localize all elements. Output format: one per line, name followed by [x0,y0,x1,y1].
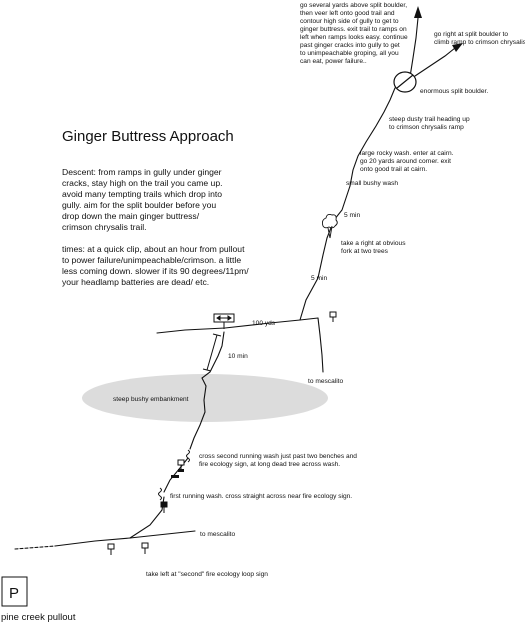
to-mescalito-mid-label: to mescalito [308,378,344,385]
embankment-area [82,374,328,422]
arrow-up-icon [414,6,422,18]
descent-line: gully. aim for the split boulder before … [62,200,216,210]
dusty-line: to crimson chrysalis ramp [389,124,464,131]
topleft-line: left when ramps looks easy. continue [300,34,408,41]
ten-min-label: 10 min [228,353,248,360]
second-wash-label: cross second running wash just past two … [199,453,357,468]
topright-line: climb ramp to crimson chrysalis [434,39,525,46]
to-mescalito-low-label: to mescalito [200,531,236,538]
bench-icons [171,469,184,478]
arrow-right-icon [452,43,463,52]
fire-ecology-signs [107,311,337,555]
topleft-line: contour high side of gully to get to [300,18,399,25]
two-trees-icon [321,213,338,239]
rocky-line: large rocky wash. enter at cairn. [360,150,454,157]
ten-min-bracket-icon [202,333,222,372]
five-min-label-upper: 5 min [344,212,360,219]
topright-line: go right at split boulder to [434,31,508,38]
split-boulder-label: enormous split boulder. [420,88,488,95]
times-line: to power failure/unimpeachable/crimson. … [62,255,241,265]
descent-line: avoid many tempting trails which drop in… [62,189,222,199]
map-title: Ginger Buttress Approach [62,128,234,145]
split-boulder-icon [393,71,417,93]
rocky-wash-label: large rocky wash. enter at cairn.go 20 y… [360,150,454,173]
secondwash-line: fire ecology sign, at long dead tree acr… [199,461,340,468]
embankment-label: steep bushy embankment [113,396,189,403]
rocky-line: go 20 yards around corner. exit [360,158,451,165]
times-line: less coming down. slower if its 90 degre… [62,266,249,276]
times-line: your headlamp batteries are dead/ etc. [62,277,209,287]
rocky-line: onto good trail at cairn. [360,166,427,173]
topleft-line: past ginger cracks into gully to get [300,42,400,49]
wash-squiggle-upper [186,449,190,463]
topleft-line: can eat, power failure.. [300,58,367,65]
parking-box [1,576,28,607]
trees-line: fork at two trees [341,248,389,255]
first-wash-label: first running wash. cross straight acros… [170,493,352,500]
descent-line: cracks, stay high on the trail you came … [62,178,223,188]
bushy-wash-label: small bushy wash [346,180,398,187]
dusty-line: steep dusty trail heading up [389,116,470,123]
topleft-line: go several yards above split boulder, [300,2,407,9]
topleft-line: ginger buttress. exit trail to ramps on [300,26,407,33]
descent-line: crimson chrysalis trail. [62,222,147,232]
descent-paragraph: Descent: from ramps in gully under ginge… [62,167,223,232]
gate-marker-icon [213,313,235,329]
trees-line: take a right at obvious [341,240,406,247]
secondwash-line: cross second running wash just past two … [199,453,357,460]
descent-line: drop down the main ginger buttress/ [62,211,200,221]
times-line: times: at a quick clip, about an hour fr… [62,244,245,254]
topleft-line: to unimpeachable groping, all you [300,50,399,57]
five-min-label-lower: 5 min [311,275,327,282]
fire-loop-label: take left at "second" fire ecology loop … [146,571,268,578]
hundred-yds-label: 100 yds [252,320,276,327]
times-paragraph: times: at a quick clip, about an hour fr… [62,244,249,287]
wash-squiggle-lower [158,487,162,501]
parking-label: pine creek pullout [1,612,76,623]
ginger-note: go several yards above split boulder,the… [300,2,408,65]
descent-line: Descent: from ramps in gully under ginge… [62,167,222,177]
topleft-line: then veer left onto good trail and [300,10,395,17]
parking-letter: P [9,585,19,602]
